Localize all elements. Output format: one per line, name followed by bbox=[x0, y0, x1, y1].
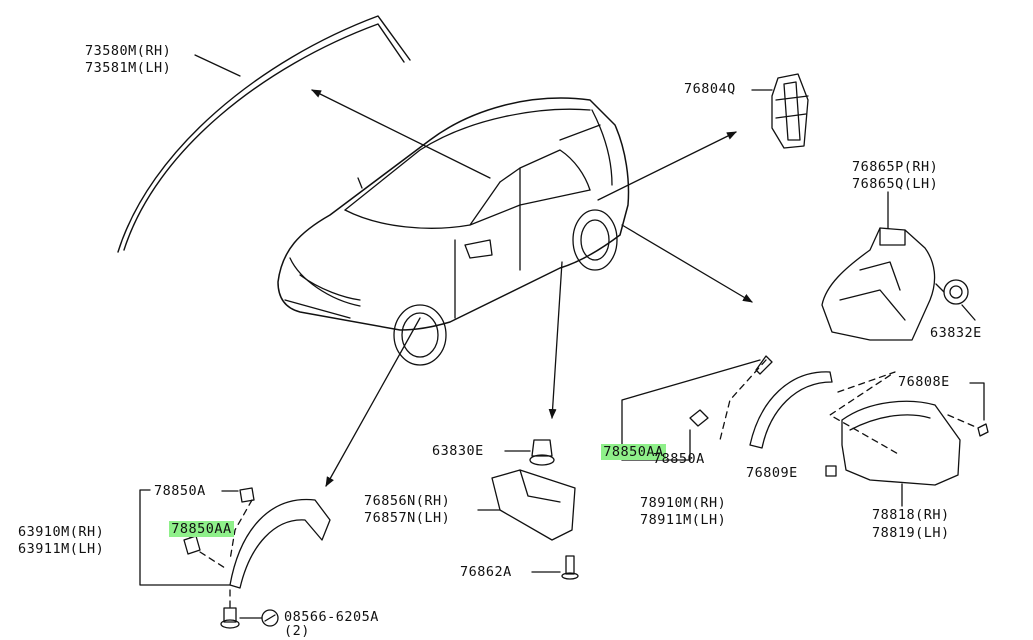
label-76804q: 76804Q bbox=[684, 81, 736, 97]
label-78911m: 78911M(LH) bbox=[640, 512, 727, 528]
label-76865q: 76865Q(LH) bbox=[852, 176, 939, 192]
label-78910m: 78910M(RH) bbox=[640, 495, 727, 511]
label-78850a-left: 78850A bbox=[154, 483, 206, 499]
label-08566-qty: (2) bbox=[284, 623, 310, 639]
part-76804q bbox=[771, 73, 809, 149]
label-78850aa-right-wrap: 78850AA bbox=[584, 430, 666, 460]
label-76865p: 76865P(RH) bbox=[852, 159, 939, 175]
part-63910m bbox=[183, 487, 331, 589]
label-78818: 78818(RH) bbox=[872, 507, 950, 523]
label-76856n: 76856N(RH) bbox=[364, 493, 451, 509]
leader-76808e bbox=[969, 382, 985, 421]
part-63830e bbox=[529, 439, 555, 466]
label-76808e: 76808E bbox=[898, 374, 950, 390]
arrow-to-mudguard bbox=[548, 261, 563, 419]
label-63910m: 63910M(RH) bbox=[18, 524, 105, 540]
part-63832e bbox=[935, 279, 969, 305]
label-76857n: 76857N(LH) bbox=[364, 510, 451, 526]
part-76808e bbox=[977, 423, 989, 437]
label-08566: 08566-6205A bbox=[284, 609, 379, 625]
label-73581m: 73581M(LH) bbox=[85, 60, 172, 76]
arrow-to-front-liner bbox=[325, 317, 421, 487]
part-08566 bbox=[220, 607, 279, 629]
label-63832e: 63832E bbox=[930, 325, 982, 341]
label-78850aa-left-wrap: 78850AA bbox=[152, 507, 234, 537]
label-63911m: 63911M(LH) bbox=[18, 541, 105, 557]
leader-73580m bbox=[194, 54, 241, 77]
dashed-guides-rear bbox=[719, 359, 979, 456]
arrow-to-roof-molding bbox=[311, 89, 491, 179]
label-73580m: 73580M(RH) bbox=[85, 43, 172, 59]
part-76865p bbox=[821, 227, 936, 341]
part-76809e bbox=[825, 465, 837, 477]
label-78850aa-right: 78850AA bbox=[601, 444, 666, 460]
label-63830e: 63830E bbox=[432, 443, 484, 459]
leader-63832e bbox=[961, 304, 976, 321]
label-76862a: 76862A bbox=[460, 564, 512, 580]
part-76856n bbox=[491, 469, 576, 541]
bracket-63910m bbox=[139, 489, 231, 586]
car-body bbox=[277, 97, 630, 366]
label-78850aa-left: 78850AA bbox=[169, 521, 234, 537]
label-76809e: 76809E bbox=[746, 465, 798, 481]
arrow-to-rear-liner bbox=[621, 224, 753, 303]
label-78850a-right: 78850A bbox=[653, 451, 705, 467]
roof-molding-part bbox=[117, 15, 411, 253]
arrow-to-76804q bbox=[597, 131, 737, 201]
part-78818 bbox=[841, 400, 961, 486]
dashed-guides-front bbox=[199, 499, 253, 613]
label-78819: 78819(LH) bbox=[872, 525, 950, 541]
part-78910m bbox=[689, 355, 833, 449]
part-76862a bbox=[561, 555, 579, 580]
bracket-78910m bbox=[621, 359, 761, 461]
